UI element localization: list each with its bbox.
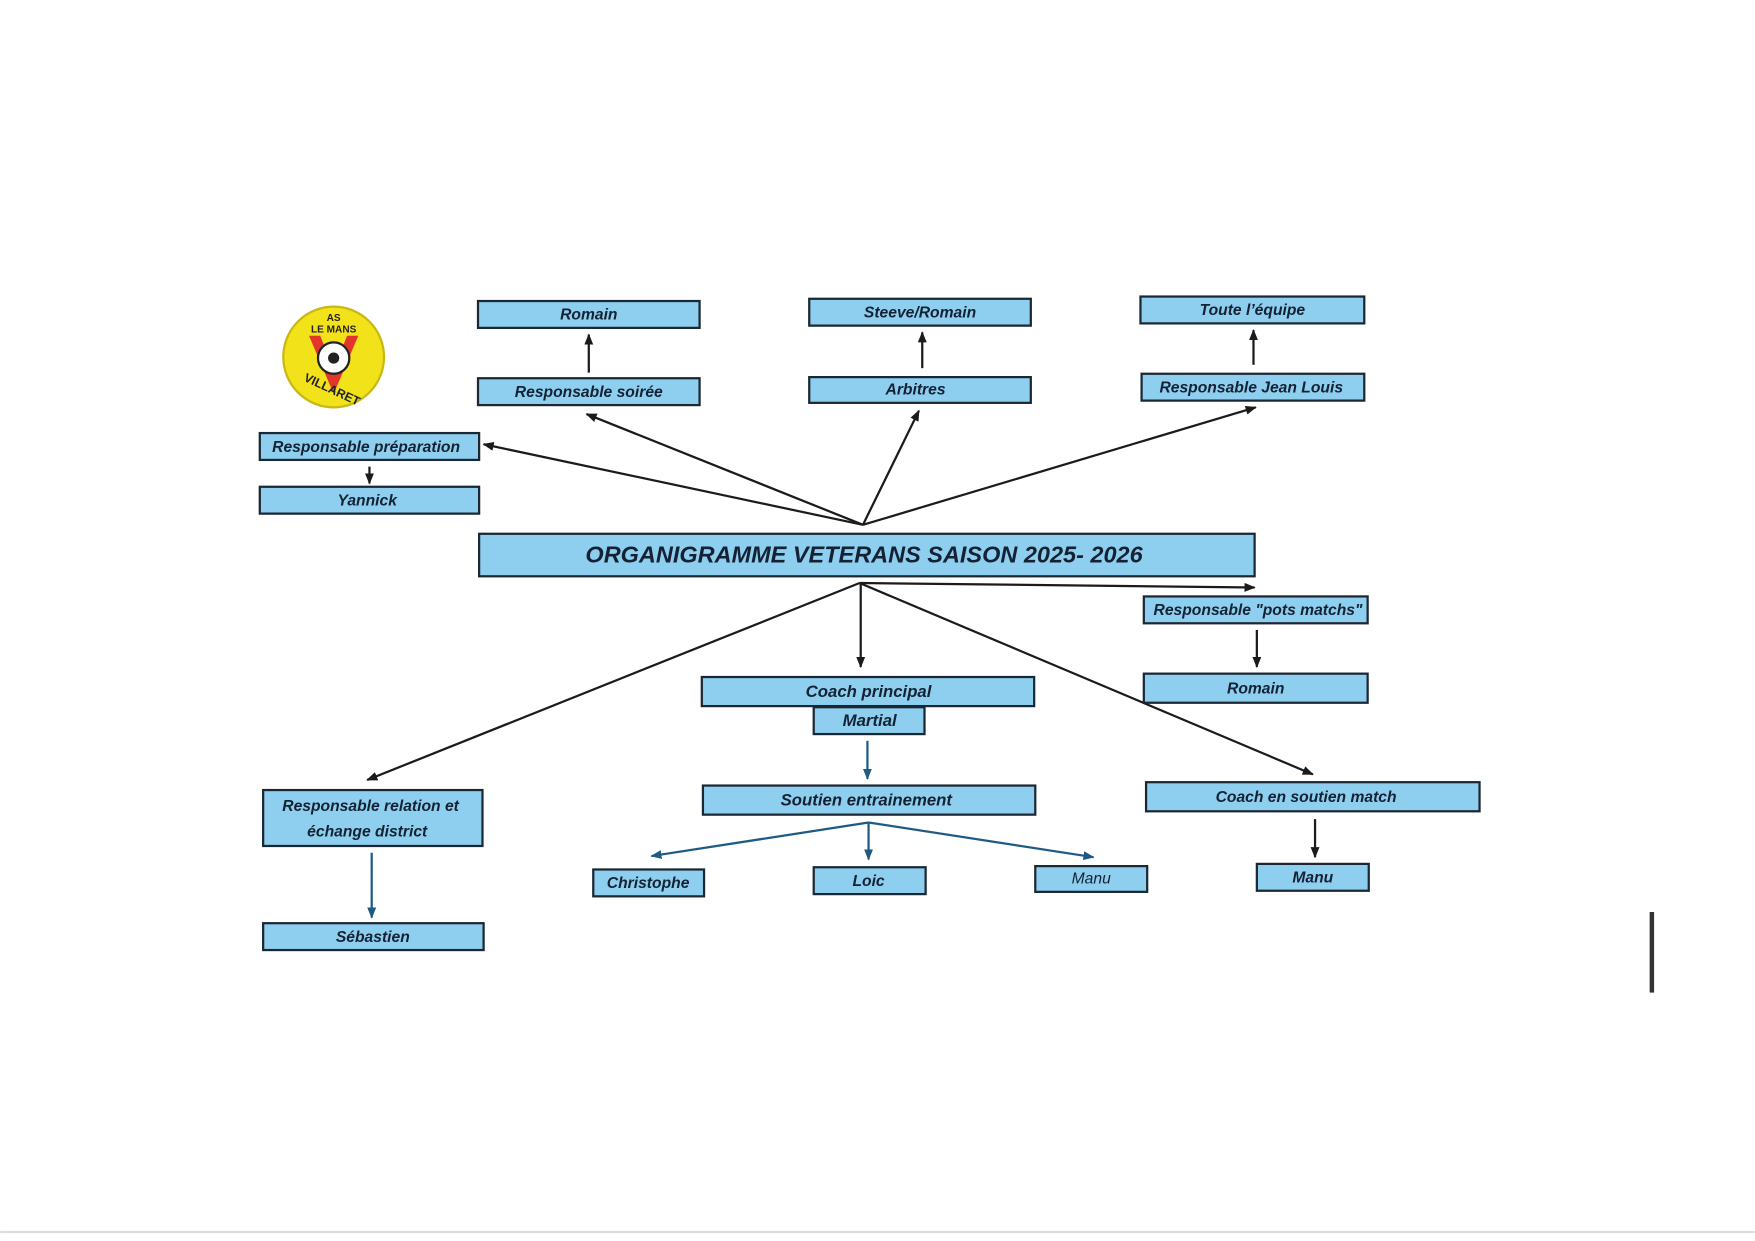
club-logo: AS LE MANS VILLARET <box>282 305 386 409</box>
svg-text:Romain: Romain <box>560 307 617 324</box>
svg-text:Christophe: Christophe <box>607 875 690 892</box>
logo-text-top: AS <box>327 313 341 324</box>
node-relation-person: Sébastien <box>262 922 485 952</box>
svg-text:ORGANIGRAMME VETERANS SAISON 2: ORGANIGRAMME VETERANS SAISON 2025- 2026 <box>585 541 1143 567</box>
node-arbitres-person: Steeve/Romain <box>808 297 1032 327</box>
svg-text:Manu: Manu <box>1292 870 1333 887</box>
svg-text:Toute l’équipe: Toute l’équipe <box>1200 302 1306 319</box>
node-soiree: Responsable soirée <box>476 377 701 407</box>
svg-text:Coach en soutien match: Coach en soutien match <box>1216 789 1397 806</box>
svg-text:Responsable soirée: Responsable soirée <box>515 384 663 401</box>
svg-text:Loic: Loic <box>852 873 884 890</box>
node-pots-matchs-person: Romain <box>1142 672 1369 704</box>
page-title: ORGANIGRAMME VETERANS SAISON 2025- 2026 <box>478 532 1256 578</box>
svg-text:Responsable "pots matchs": Responsable "pots matchs" <box>1154 602 1363 619</box>
node-jean-louis: Responsable Jean Louis <box>1140 372 1366 402</box>
node-soutien-2: Loic <box>812 866 927 896</box>
svg-text:Soutien entrainement: Soutien entrainement <box>781 791 954 810</box>
node-preparation-person: Yannick <box>258 485 481 515</box>
node-soutien-3: Manu <box>1034 865 1149 893</box>
svg-text:Responsable Jean Louis: Responsable Jean Louis <box>1159 379 1343 396</box>
svg-text:Sébastien: Sébastien <box>336 929 410 946</box>
svg-text:Arbitres: Arbitres <box>885 382 946 399</box>
node-arbitres: Arbitres <box>808 375 1032 404</box>
logo-text-middle: LE MANS <box>311 324 357 335</box>
svg-text:Steeve/Romain: Steeve/Romain <box>864 304 976 321</box>
node-coach-soutien-match-person: Manu <box>1255 862 1370 892</box>
svg-text:Responsable relation et: Responsable relation et <box>282 798 459 815</box>
node-relation: Responsable relation et échange district <box>262 788 484 848</box>
node-soiree-person: Romain <box>476 299 701 329</box>
svg-text:Martial: Martial <box>843 711 897 730</box>
node-coach-soutien-match: Coach en soutien match <box>1144 781 1481 813</box>
scan-mark <box>1649 912 1655 993</box>
node-preparation: Responsable préparation <box>258 431 481 462</box>
svg-text:Yannick: Yannick <box>337 492 398 509</box>
connectors <box>364 328 1320 919</box>
node-coach-principal: Coach principal <box>700 675 1036 708</box>
node-soutien-entrainement: Soutien entrainement <box>701 784 1037 816</box>
svg-text:Responsable préparation: Responsable préparation <box>272 439 460 456</box>
svg-text:échange district: échange district <box>307 824 428 841</box>
node-jean-louis-person: Toute l’équipe <box>1139 295 1366 325</box>
node-soutien-1: Christophe <box>592 868 706 898</box>
svg-text:Romain: Romain <box>1227 680 1284 697</box>
node-pots-matchs: Responsable "pots matchs" <box>1142 595 1369 625</box>
svg-text:Coach principal: Coach principal <box>806 682 932 701</box>
node-coach-principal-person: Martial <box>812 706 926 736</box>
svg-text:Manu: Manu <box>1072 871 1111 888</box>
